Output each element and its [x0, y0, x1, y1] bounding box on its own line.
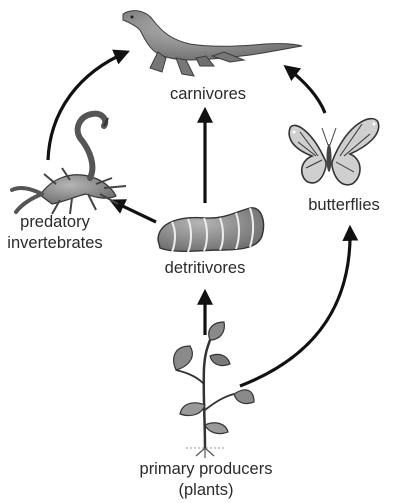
- primary-producers-label-line1: primary producers: [118, 459, 294, 479]
- butterflies-label: butterflies: [296, 195, 392, 215]
- plant-icon: [174, 322, 254, 458]
- arrow-butterflies-to-carnivores: [286, 67, 325, 113]
- carnivores-label: carnivores: [158, 84, 258, 104]
- arrow-detritivores-to-predatory-invertebrates: [112, 201, 156, 222]
- predatory-invertebrates-label-line2: invertebrates: [0, 233, 110, 253]
- primary-producers-label-line2: (plants): [118, 480, 294, 500]
- arrow-plants-to-butterflies: [240, 228, 350, 386]
- predatory-invertebrates-label-line1: predatory: [0, 212, 110, 232]
- detritivores-label: detritivores: [150, 258, 260, 278]
- scorpion-icon: [12, 114, 126, 214]
- millipede-icon: [158, 208, 264, 252]
- lizard-icon: [123, 11, 302, 76]
- butterfly-icon: [289, 119, 379, 185]
